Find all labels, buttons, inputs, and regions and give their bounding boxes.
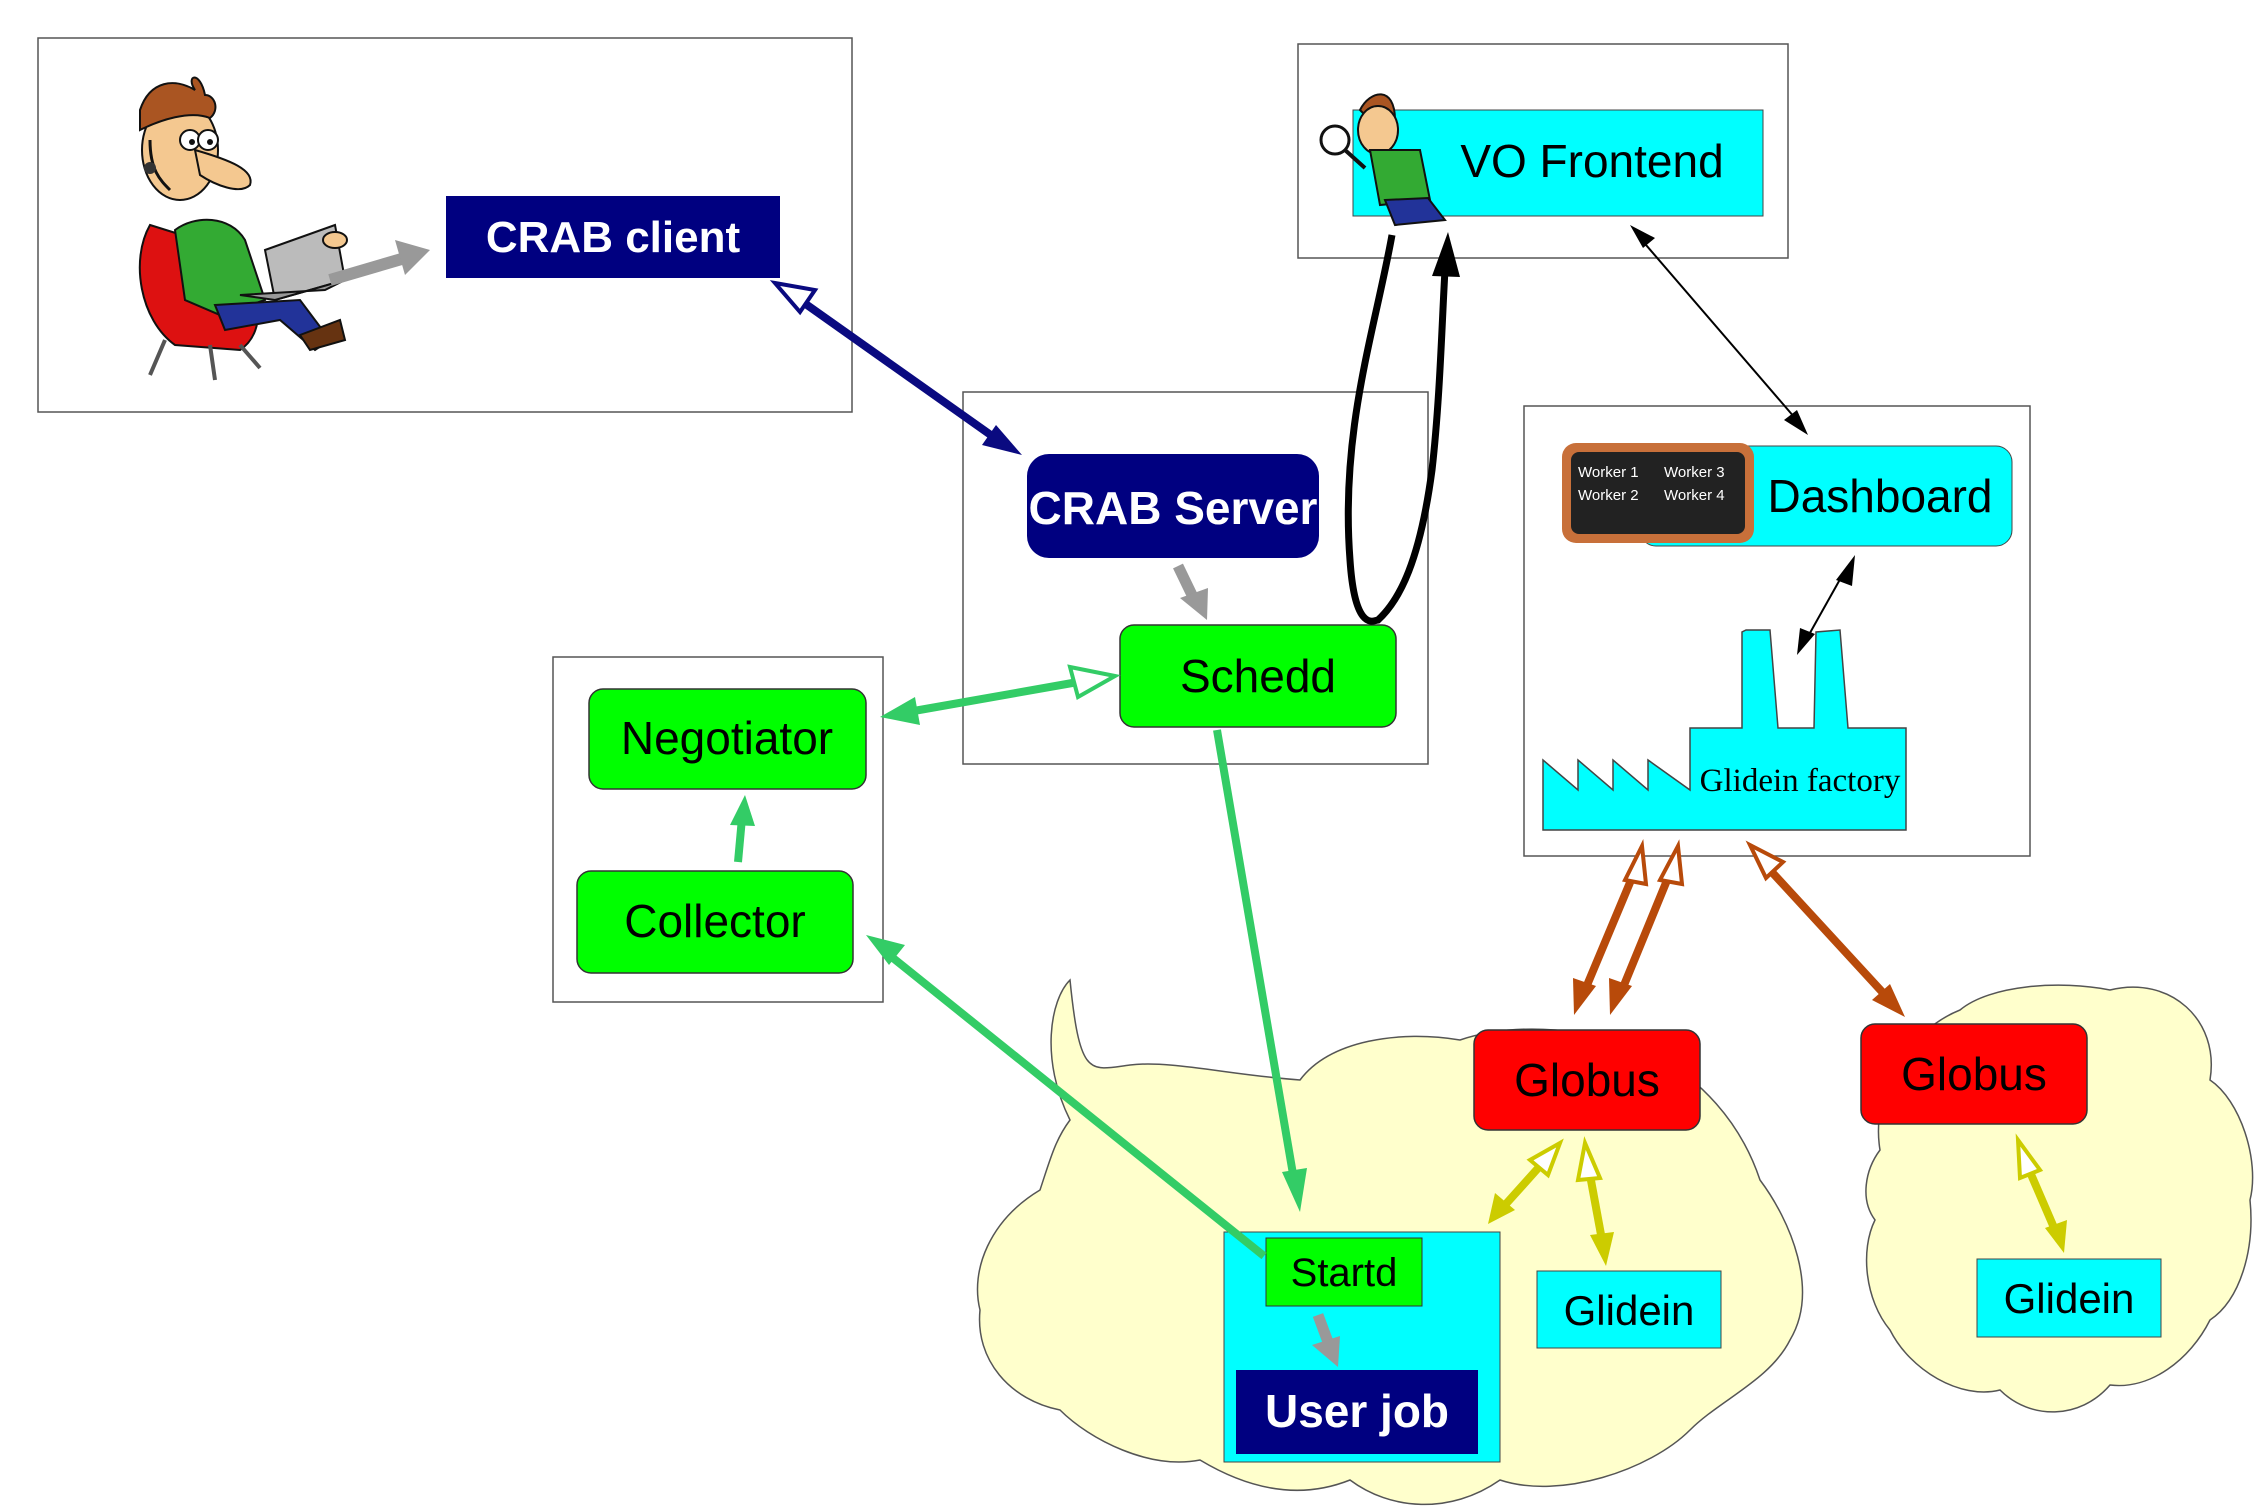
inspector-magnifier-icon bbox=[1319, 93, 1447, 227]
glidein-label-2: Glidein bbox=[2004, 1275, 2135, 1322]
arrow-factory-globus-1b bbox=[1609, 839, 1685, 1015]
schedd-box bbox=[1119, 624, 1397, 728]
arrow-globus-2-glidein-2 bbox=[2015, 1133, 2067, 1253]
arrow-factory-globus-2 bbox=[1745, 840, 1905, 1017]
arrow-startd-collector bbox=[866, 935, 1267, 1260]
startd-box bbox=[1265, 1237, 1423, 1307]
arrow-startd-to-userjob bbox=[1312, 1313, 1340, 1367]
user-job-label: User job bbox=[1265, 1385, 1449, 1437]
arrow-schedd-startd bbox=[1213, 729, 1307, 1212]
arrow-schedd-vo-frontend-loop bbox=[1344, 232, 1460, 625]
schedd-label: Schedd bbox=[1180, 650, 1336, 702]
dashboard-screen: Worker 1 Worker 3 Worker 2 Worker 4 bbox=[1562, 443, 1754, 543]
arrow-dashboard-factory bbox=[1797, 555, 1855, 655]
worker-2-label: Worker 2 bbox=[1578, 487, 1639, 504]
startd-label: Startd bbox=[1291, 1251, 1398, 1295]
arrow-globus-1-glidein-1 bbox=[1575, 1136, 1614, 1266]
negotiator-box bbox=[588, 688, 867, 790]
arrow-collector-to-negotiator bbox=[730, 795, 755, 863]
crab-client-box bbox=[446, 196, 780, 278]
globus-box-2 bbox=[1860, 1023, 2088, 1125]
arrow-schedd-negotiator bbox=[880, 664, 1121, 725]
crab-server-label: CRAB Server bbox=[1029, 482, 1318, 534]
glidein-box-2 bbox=[1976, 1258, 2162, 1338]
worker-1-label: Worker 1 bbox=[1578, 464, 1639, 481]
arrow-crab-server-to-schedd bbox=[1173, 563, 1208, 620]
worker-4-label: Worker 4 bbox=[1664, 487, 1725, 504]
crab-server-box bbox=[1027, 454, 1319, 558]
worker-3-label: Worker 3 bbox=[1664, 464, 1725, 481]
collector-box bbox=[576, 870, 854, 974]
user-laptop-icon bbox=[138, 76, 348, 381]
crab-client-label: CRAB client bbox=[486, 213, 741, 262]
collector-label: Collector bbox=[624, 895, 806, 947]
glidein-box-1 bbox=[1536, 1270, 1722, 1349]
vo-frontend-label: VO Frontend bbox=[1460, 135, 1723, 187]
glidein-factory-label: Glidein factory bbox=[1700, 763, 1901, 799]
user-job-box bbox=[1236, 1370, 1478, 1454]
globus-box-1 bbox=[1473, 1029, 1701, 1131]
arrow-vo-frontend-dashboard bbox=[1630, 225, 1808, 435]
arrow-factory-globus-1a bbox=[1573, 838, 1649, 1015]
glidein-label-1: Glidein bbox=[1564, 1287, 1695, 1334]
negotiator-label: Negotiator bbox=[621, 712, 833, 764]
dashboard-label: Dashboard bbox=[1767, 470, 1992, 522]
arrow-globus-1-worker-node bbox=[1488, 1138, 1564, 1224]
glidein-factory-icon: Glidein factory bbox=[1542, 629, 1907, 831]
arrow-crab-client-crab-server bbox=[769, 280, 1022, 455]
globus-label-1: Globus bbox=[1514, 1054, 1660, 1106]
globus-label-2: Globus bbox=[1901, 1048, 2047, 1100]
arrow-user-to-crab-client bbox=[328, 240, 430, 286]
